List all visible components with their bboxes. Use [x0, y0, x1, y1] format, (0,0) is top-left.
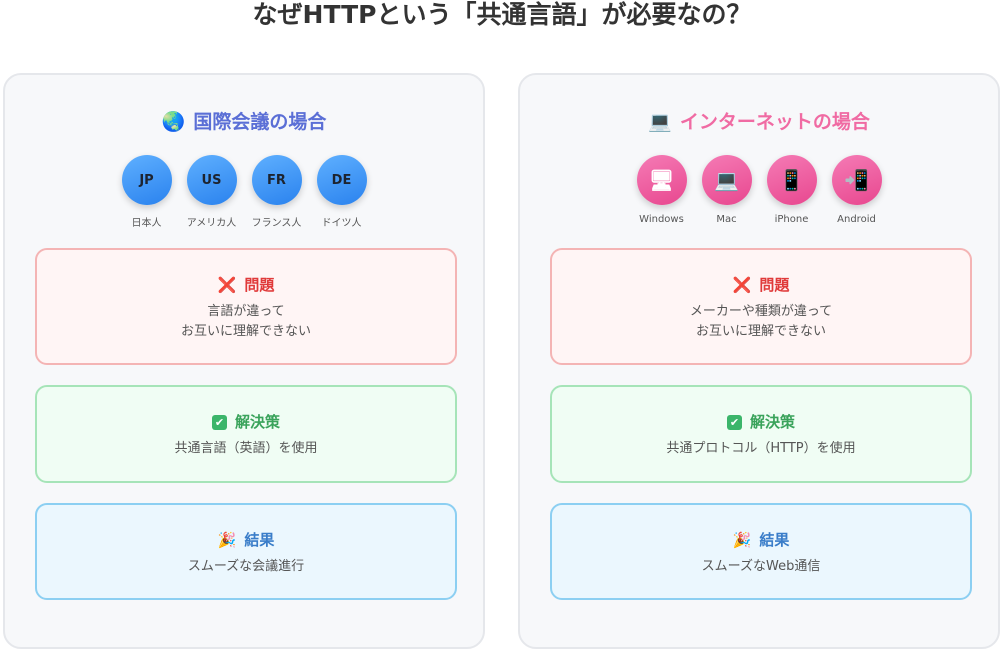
- problem-text: メーカーや種類が違って お互いに理解できない: [689, 304, 833, 339]
- panel-title-text: 国際会議の場合: [193, 111, 327, 133]
- party-popper-icon: 🎉: [732, 531, 752, 549]
- problem-heading: ❌ 問題: [552, 274, 970, 296]
- solution-title: 解決策: [749, 413, 795, 431]
- cross-icon: ❌: [217, 276, 237, 294]
- check-icon: ✔: [726, 415, 742, 430]
- panel-internet: 💻 インターネットの場合 🖥 Windows 💻 Mac 📱 iPhone 📲 A…: [518, 73, 1000, 649]
- globe-icon: 🌏: [161, 111, 186, 133]
- device: 💻 Mac: [701, 155, 752, 225]
- device: 📱 iPhone: [766, 155, 817, 225]
- participant-badge: FR: [251, 155, 302, 205]
- device-label: Windows: [639, 214, 684, 225]
- cross-icon: ❌: [732, 276, 752, 294]
- participants-row: JP 日本人 US アメリカ人 FR フランス人 DE ドイツ人: [5, 155, 483, 229]
- device-label: Android: [837, 214, 876, 225]
- problem-title: 問題: [759, 276, 790, 294]
- participant-badge: JP: [121, 155, 172, 205]
- mobile-phone-arrow-icon: 📲: [831, 155, 882, 205]
- problem-title: 問題: [244, 276, 275, 294]
- participant-label: フランス人: [251, 218, 302, 229]
- mobile-phone-icon: 📱: [766, 155, 817, 205]
- problem-text: 言語が違って お互いに理解できない: [180, 304, 311, 339]
- result-text: スムーズなWeb通信: [701, 559, 821, 574]
- solution-text: 共通プロトコル（HTTP）を使用: [666, 441, 856, 456]
- check-icon: ✔: [211, 415, 227, 430]
- laptop-icon: 💻: [648, 111, 672, 133]
- participant: JP 日本人: [121, 155, 172, 229]
- participant-label: ドイツ人: [321, 218, 362, 229]
- participant: DE ドイツ人: [316, 155, 367, 229]
- result-heading: 🎉 結果: [37, 529, 455, 551]
- result-box: 🎉 結果 スムーズな会議進行: [35, 503, 457, 600]
- panel-title-text: インターネットの場合: [679, 111, 870, 133]
- problem-box: ❌ 問題 言語が違って お互いに理解できない: [35, 248, 457, 365]
- result-heading: 🎉 結果: [552, 529, 970, 551]
- panel-title: 🌏 国際会議の場合: [5, 109, 483, 135]
- problem-box: ❌ 問題 メーカーや種類が違って お互いに理解できない: [550, 248, 972, 365]
- result-title: 結果: [759, 531, 790, 549]
- participant-badge: US: [186, 155, 237, 205]
- result-text: スムーズな会議進行: [187, 559, 305, 574]
- participant: US アメリカ人: [186, 155, 237, 229]
- participant-label: 日本人: [131, 218, 162, 229]
- device-label: Mac: [716, 214, 737, 225]
- device: 🖥 Windows: [636, 155, 687, 225]
- solution-heading: ✔ 解決策: [552, 411, 970, 433]
- panel-title: 💻 インターネットの場合: [520, 109, 998, 135]
- desktop-computer-icon: 🖥: [636, 155, 687, 205]
- device: 📲 Android: [831, 155, 882, 225]
- devices-row: 🖥 Windows 💻 Mac 📱 iPhone 📲 Android: [520, 155, 998, 225]
- result-title: 結果: [244, 531, 275, 549]
- solution-heading: ✔ 解決策: [37, 411, 455, 433]
- participant: FR フランス人: [251, 155, 302, 229]
- problem-heading: ❌ 問題: [37, 274, 455, 296]
- page-title: なぜHTTPという「共通言語」が必要なの？: [252, 0, 752, 29]
- result-box: 🎉 結果 スムーズなWeb通信: [550, 503, 972, 600]
- solution-title: 解決策: [234, 413, 280, 431]
- device-label: iPhone: [774, 214, 809, 225]
- laptop-icon: 💻: [701, 155, 752, 205]
- participant-badge: DE: [316, 155, 367, 205]
- party-popper-icon: 🎉: [217, 531, 237, 549]
- participant-label: アメリカ人: [186, 218, 237, 229]
- solution-box: ✔ 解決策 共通プロトコル（HTTP）を使用: [550, 385, 972, 483]
- panel-international-meeting: 🌏 国際会議の場合 JP 日本人 US アメリカ人 FR フランス人 DE ドイツ…: [3, 73, 485, 649]
- solution-box: ✔ 解決策 共通言語（英語）を使用: [35, 385, 457, 483]
- solution-text: 共通言語（英語）を使用: [174, 441, 318, 456]
